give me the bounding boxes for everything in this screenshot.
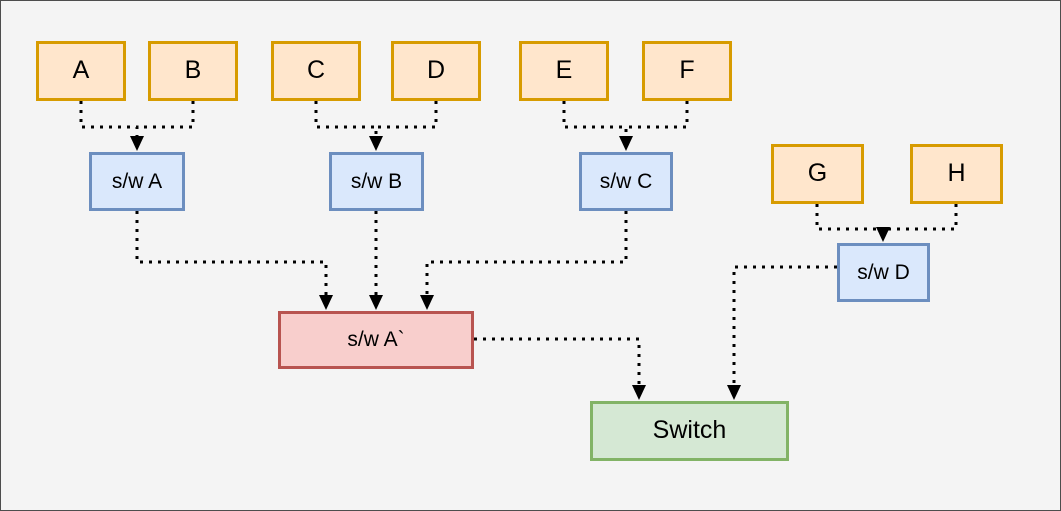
node-d[interactable]: D [391, 41, 481, 101]
node-label: s/w D [857, 260, 910, 284]
edge-swD-to-switch [732, 265, 837, 395]
edge-swC-to-swAp [425, 211, 628, 305]
edge-A-to-swA [79, 101, 139, 146]
edge-D-to-swB [376, 101, 438, 129]
node-label: Switch [652, 416, 727, 445]
node-label: H [947, 159, 966, 188]
node-label: G [807, 159, 828, 188]
node-switch[interactable]: Switch [590, 401, 789, 461]
node-b[interactable]: B [148, 41, 238, 101]
edge-H-to-swD [883, 204, 958, 231]
node-swb[interactable]: s/w B [329, 152, 424, 211]
node-label: B [184, 56, 202, 85]
arrowhead-C-to-swB [369, 136, 383, 151]
edge-F-to-swC [626, 101, 689, 129]
edge-E-to-swC [562, 101, 628, 146]
node-h[interactable]: H [910, 144, 1003, 204]
node-label: A [72, 56, 90, 85]
node-label: s/w A` [347, 328, 405, 352]
arrowhead-E-to-swC [619, 136, 633, 151]
node-e[interactable]: E [519, 41, 609, 101]
arrowhead-swB-to-swAp [369, 295, 383, 310]
arrowhead-G-to-swD [876, 227, 890, 242]
edge-G-to-swD [815, 204, 885, 237]
node-label: s/w C [599, 169, 653, 193]
node-f[interactable]: F [642, 41, 732, 101]
arrowhead-swD-to-switch [727, 385, 741, 400]
arrowhead-swC-to-swAp [420, 295, 434, 310]
arrowhead-swAp-to-switch [632, 385, 646, 400]
node-swd[interactable]: s/w D [837, 243, 930, 302]
node-swap[interactable]: s/w A` [278, 311, 474, 369]
node-g[interactable]: G [771, 144, 864, 204]
node-label: F [679, 56, 695, 85]
arrowhead-A-to-swA [130, 136, 144, 151]
node-swc[interactable]: s/w C [579, 152, 673, 211]
edge-C-to-swB [314, 101, 378, 146]
node-c[interactable]: C [271, 41, 361, 101]
arrowhead-swA-to-swAp [319, 295, 333, 310]
node-label: E [555, 56, 573, 85]
edge-swA-to-swAp [135, 211, 328, 305]
node-a[interactable]: A [36, 41, 126, 101]
node-label: C [306, 56, 326, 85]
node-label: s/w A [111, 169, 163, 193]
node-swa[interactable]: s/w A [89, 152, 185, 211]
node-label: s/w B [350, 169, 403, 193]
node-label: D [426, 56, 446, 85]
edge-B-to-swA [137, 101, 195, 129]
edge-swAp-to-switch [474, 337, 641, 395]
